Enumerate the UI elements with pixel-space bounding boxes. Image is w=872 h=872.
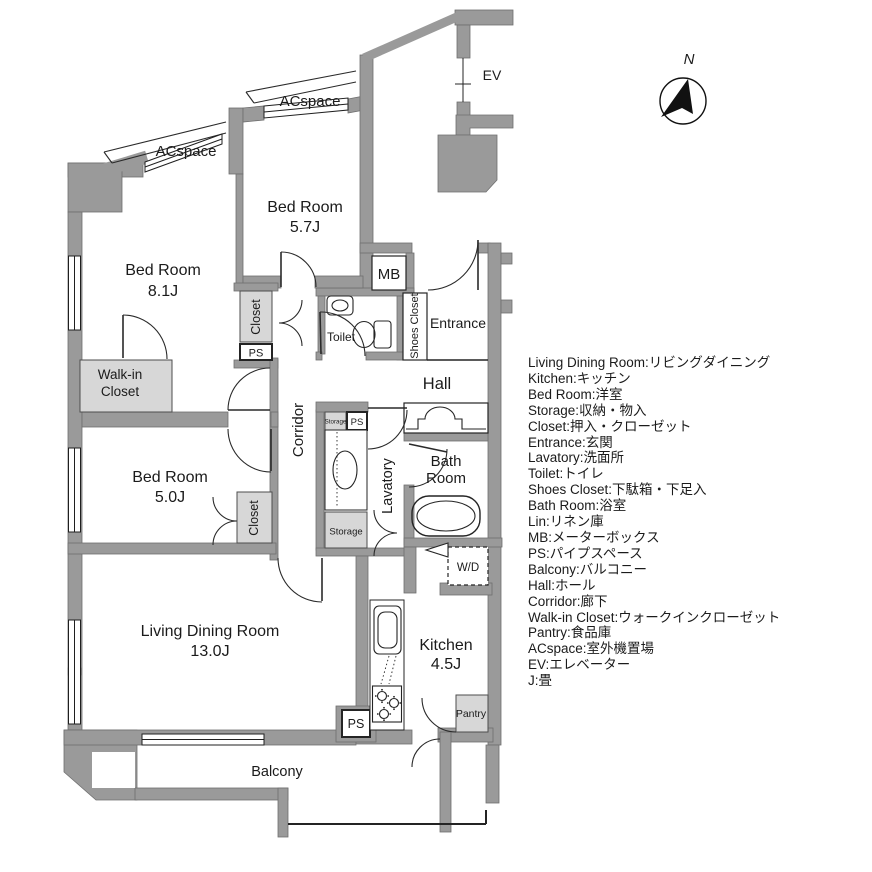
wd-label: W/D xyxy=(457,562,479,574)
legend-line: Living Dining Room:リビングダイニング xyxy=(528,355,771,370)
legend-line: Toilet:トイレ xyxy=(528,466,604,482)
mb-label: MB xyxy=(378,266,401,283)
boxes-layer xyxy=(239,255,489,738)
linen-folding-door xyxy=(406,406,486,430)
pantry-area xyxy=(455,694,489,733)
doors-layer xyxy=(122,239,479,768)
kitchen-name: Kitchen xyxy=(419,637,472,654)
acspace-upper-label: ACspace xyxy=(280,93,341,110)
storage-mid-area xyxy=(324,511,368,549)
legend-line: EV:エレベーター xyxy=(528,657,631,673)
kitchen-counter xyxy=(369,599,405,731)
bath-room-label-1: Bath xyxy=(431,453,462,470)
ps-closet-label: PS xyxy=(249,348,264,360)
legend-line: Corridor:廊下 xyxy=(528,593,608,609)
washer-dryer-box xyxy=(447,546,489,586)
compass: N xyxy=(659,51,707,125)
legend-line: Storage:収納・物入 xyxy=(528,402,647,418)
storage-mid-label: Storage xyxy=(329,527,362,538)
hall-label: Hall xyxy=(423,375,451,393)
legend-line: Lavatory:洗面所 xyxy=(528,450,625,466)
pantry-label: Pantry xyxy=(456,708,487,720)
legend-line: Hall:ホール xyxy=(528,577,596,593)
legend-line: J:畳 xyxy=(528,673,553,689)
ev-label: EV xyxy=(483,67,502,83)
corridor-label: Corridor xyxy=(290,403,307,457)
legend-line: Balcony:バルコニー xyxy=(528,561,648,577)
ps-box-closet xyxy=(239,343,273,361)
closet-upper-area xyxy=(239,290,273,343)
balcony-label: Balcony xyxy=(251,764,303,780)
balcony-floor-notch xyxy=(92,752,135,788)
stove xyxy=(371,685,403,723)
bedroom-81-name: Bed Room xyxy=(125,262,201,279)
bedroom-81-size: 8.1J xyxy=(148,283,178,300)
bedroom-57-name: Bed Room xyxy=(267,199,343,216)
bedroom-50-name: Bed Room xyxy=(132,469,208,486)
acspace-parapet-lines xyxy=(103,70,357,164)
legend-line: Pantry:食品庫 xyxy=(528,625,612,641)
closet-upper-label: Closet xyxy=(249,299,263,335)
legend: Living Dining Room:リビングダイニング Kitchen:キッチ… xyxy=(528,355,864,689)
legend-line: Bed Room:洋室 xyxy=(528,386,623,402)
ps-mid-label: PS xyxy=(351,417,364,428)
legend-line: Lin:リネン庫 xyxy=(528,514,604,530)
compass-needle-icon xyxy=(661,79,693,117)
legend-line: Shoes Closet:下駄箱・下足入 xyxy=(528,482,707,498)
diagonal-walls xyxy=(102,11,461,177)
mb-box xyxy=(371,255,407,291)
lavatory-label: Lavatory xyxy=(380,457,396,513)
living-dining-name: Living Dining Room xyxy=(141,623,280,640)
walk-in-closet-area xyxy=(79,359,173,413)
compass-circle xyxy=(659,77,707,125)
washstand-box xyxy=(324,429,368,511)
acspace-lower-label: ACspace xyxy=(156,143,217,160)
legend-line: Closet:押入・クローゼット xyxy=(528,418,692,434)
legend-line: Kitchen:キッチン xyxy=(528,370,631,386)
bedroom-57-size: 5.7J xyxy=(290,219,320,236)
bedroom-50-size: 5.0J xyxy=(155,489,185,506)
wd-pennant xyxy=(424,542,449,558)
living-dining-size: 13.0J xyxy=(190,643,229,660)
toilet-bowl xyxy=(352,320,376,349)
labels-layer: EV ACspace ACspace Bed Room 5.7J Bed Roo… xyxy=(98,67,502,780)
shaded-storage-layer xyxy=(79,290,489,733)
closet-lower-label: Closet xyxy=(247,500,261,536)
legend-line: ACspace:室外機置場 xyxy=(528,641,655,657)
toilet-sink xyxy=(326,295,354,316)
entrance-label: Entrance xyxy=(430,315,486,331)
walk-in-closet-label-2: Closet xyxy=(101,384,140,399)
legend-line: MB:メーターボックス xyxy=(528,529,660,545)
washbasin xyxy=(332,450,358,490)
windows-layer xyxy=(68,97,349,746)
toilet-tank xyxy=(373,320,392,349)
legend-line: Entrance:玄関 xyxy=(528,434,613,450)
storage-top-label: Storage xyxy=(325,419,347,426)
legend-line: PS:パイプスペース xyxy=(528,545,643,561)
ps-kitchen-label: PS xyxy=(348,717,365,731)
legend-line: Walk-in Closet:ウォークインクローゼット xyxy=(528,609,781,625)
compass-north-label: N xyxy=(684,51,695,68)
fixtures-layer xyxy=(288,58,488,825)
bath-room-label-2: Room xyxy=(426,470,466,487)
bathtub xyxy=(411,495,481,537)
ps-box-kitchen xyxy=(341,709,371,738)
shoes-closet-box xyxy=(402,292,428,361)
kitchen-sink xyxy=(373,605,402,655)
toilet-label: Toilet xyxy=(327,330,356,344)
kitchen-size: 4.5J xyxy=(431,656,461,673)
shoes-closet-label: Shoes Closet xyxy=(409,293,421,358)
legend-line: Bath Room:浴室 xyxy=(528,498,627,514)
walk-in-closet-label-1: Walk-in xyxy=(98,367,143,382)
closet-lower-area xyxy=(236,491,273,544)
